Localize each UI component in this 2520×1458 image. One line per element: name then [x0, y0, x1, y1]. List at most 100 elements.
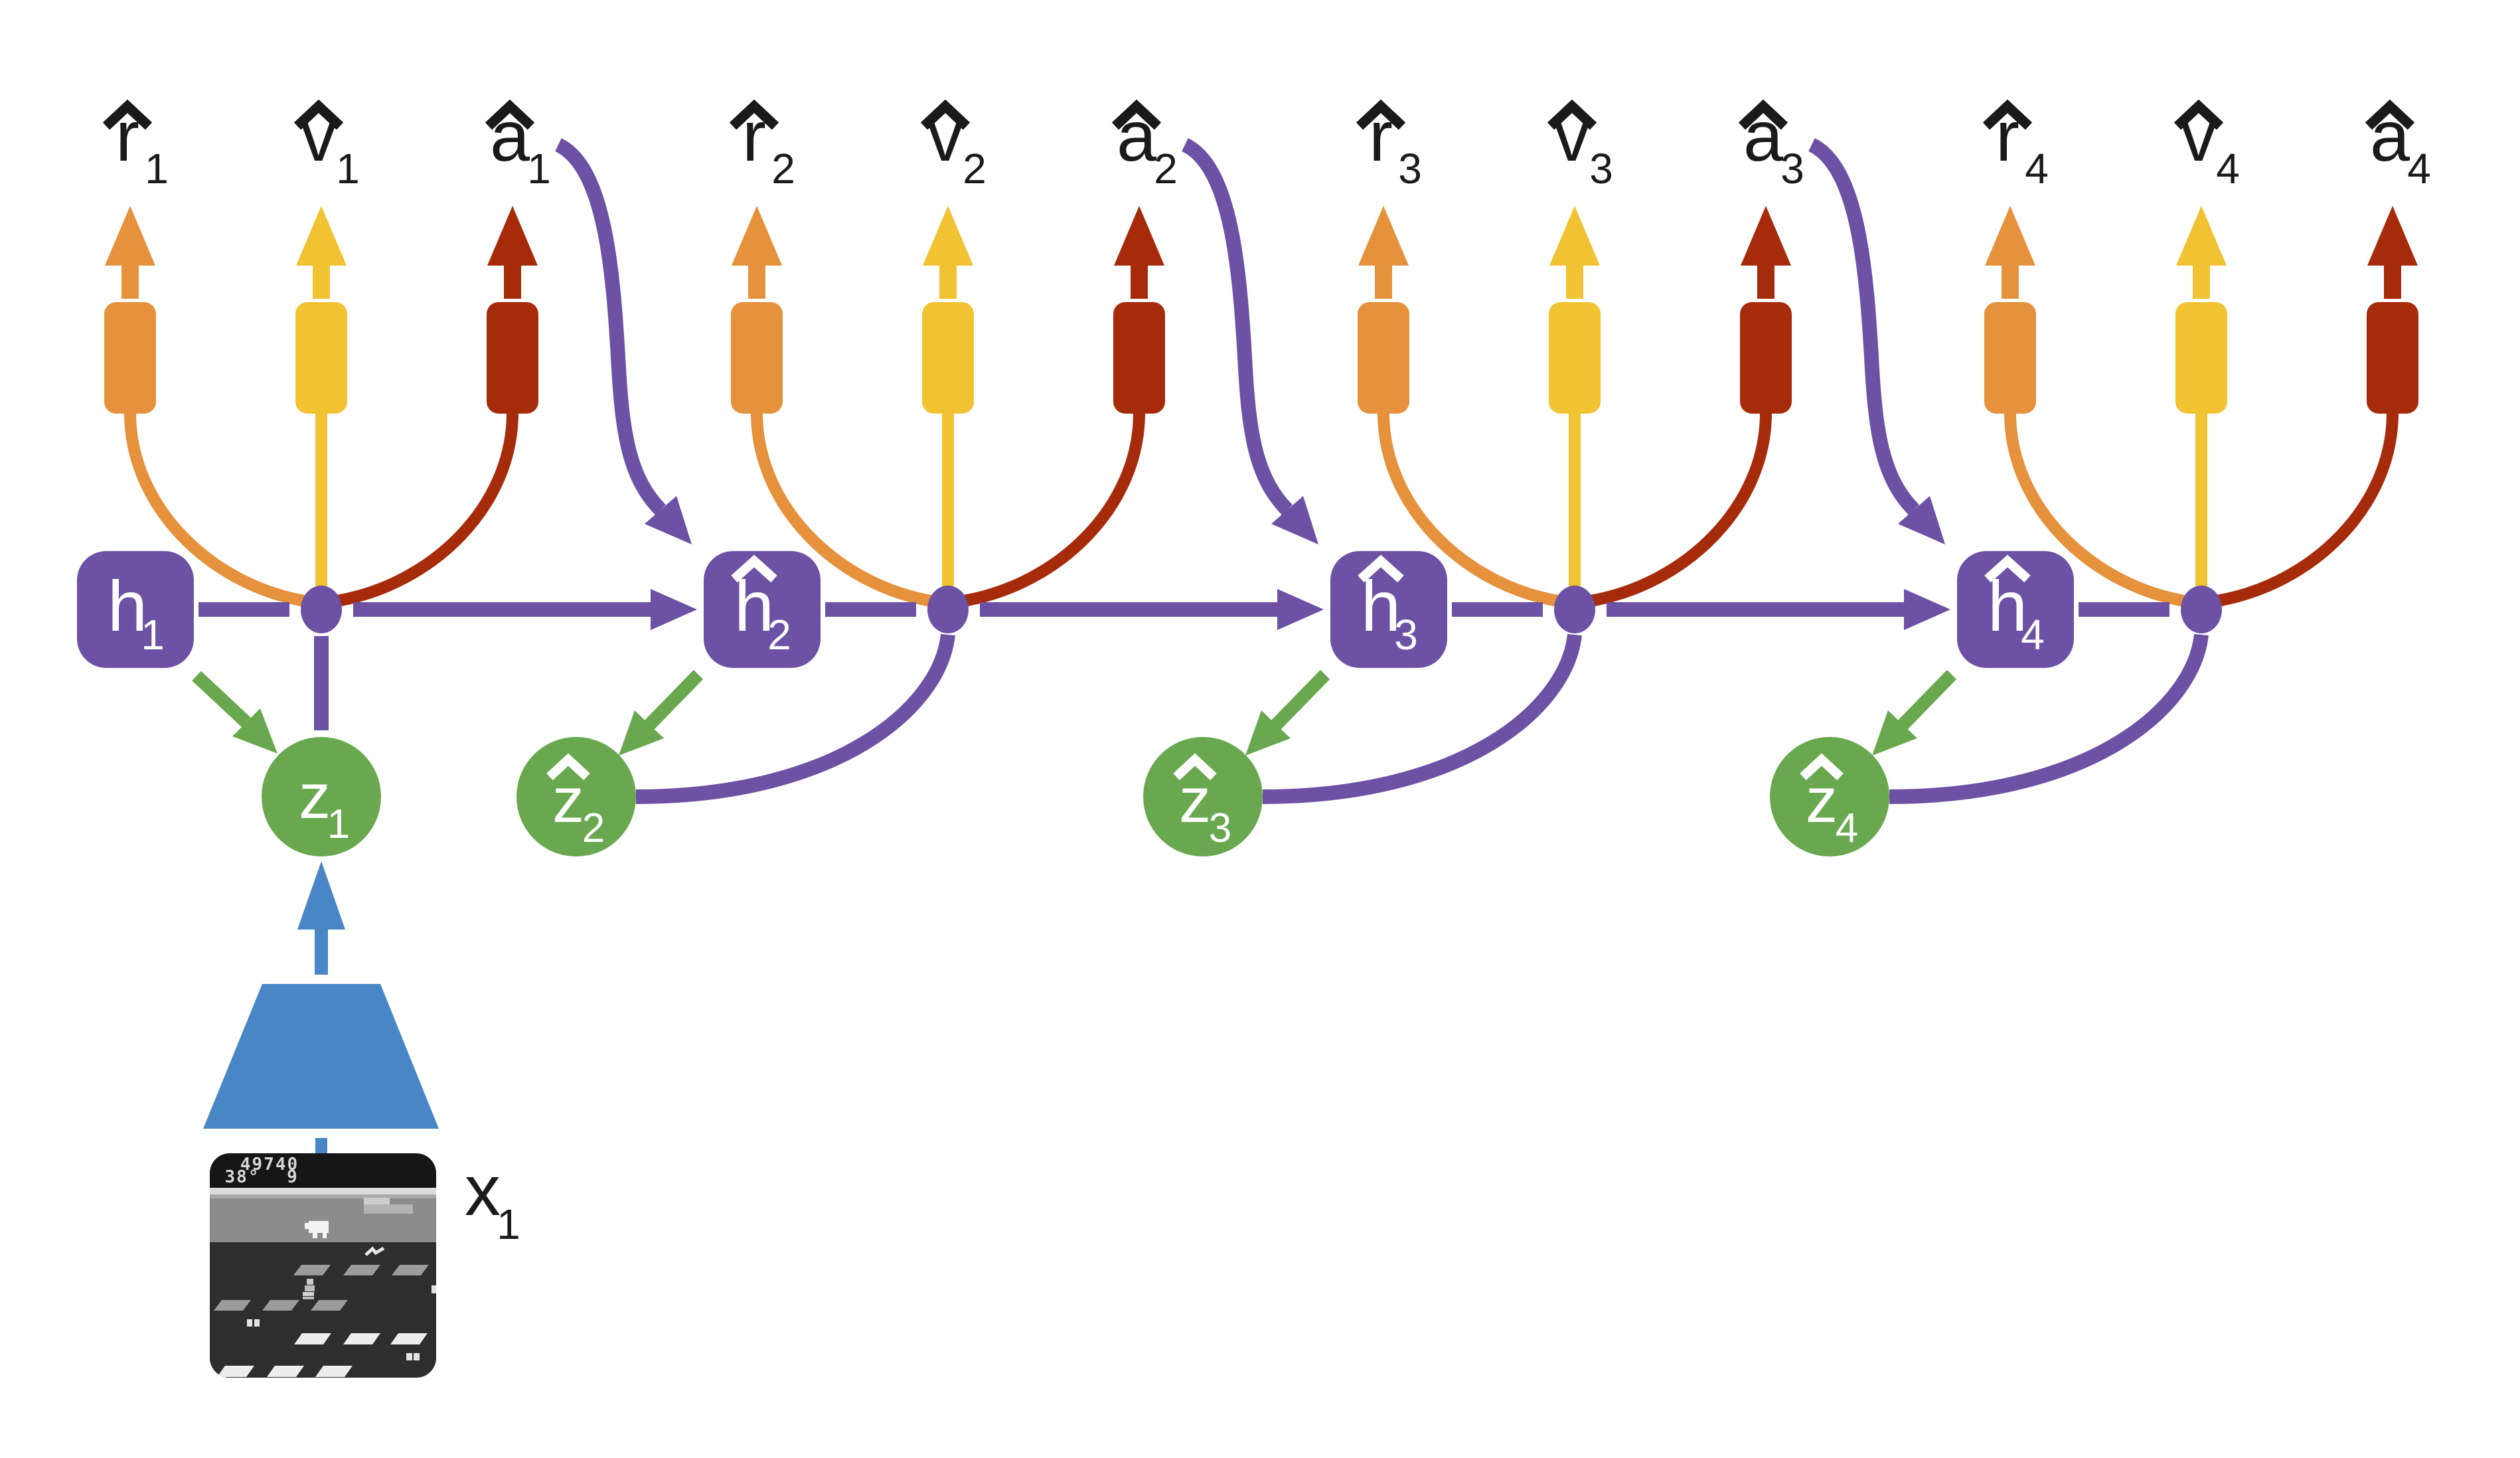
reward-label-sub-1: 1 [145, 145, 169, 193]
value-head-2: v 2 [920, 96, 986, 414]
reward-hat-icon-2 [729, 99, 779, 130]
screen-player-sprite [303, 1279, 315, 1299]
encode-arrow-head-icon [297, 861, 345, 930]
action-arrow-head-icon-1 [487, 206, 538, 266]
latent-state-z1: z 1 [262, 737, 381, 856]
action-head-1: a 1 [485, 96, 551, 414]
reward-connector-2 [751, 412, 932, 607]
junction-dot-3 [1554, 586, 1595, 633]
hidden-state-label-sub-4: 4 [2021, 611, 2045, 659]
action-feedback-curve-1 [554, 138, 666, 515]
value-hat-icon-2 [920, 99, 971, 130]
action-feedback-curve-3 [1808, 138, 1919, 515]
value-arrow-head-icon-2 [923, 206, 973, 266]
latent-circle-1 [262, 737, 381, 856]
action-feedback-arrow-head-icon-1 [645, 496, 692, 544]
value-head-4: v 4 [2173, 96, 2240, 414]
reward-bar-3 [1358, 302, 1409, 414]
action-arrow-shaft-2 [1131, 263, 1148, 299]
action-arrow-head-icon-3 [1741, 206, 1791, 266]
value-label-sub-2: 2 [963, 145, 986, 193]
action-connector-1 [336, 412, 518, 607]
latent-label-sub-3: 3 [1209, 805, 1231, 851]
action-arrow-head-icon-2 [1114, 206, 1164, 266]
value-arrow-shaft-4 [2193, 263, 2210, 299]
latent-to-junction-curve-4 [1889, 633, 2209, 804]
action-feedback-arrow-head-icon-3 [1898, 496, 1945, 544]
value-head-1: v 1 [293, 96, 360, 414]
latent-label-4: z [1806, 765, 1838, 836]
reward-connector-4 [2004, 412, 2185, 607]
value-hat-icon-3 [1547, 99, 1597, 130]
latent-label-1: z [299, 761, 331, 832]
sample-arrow-head-icon-1 [232, 708, 277, 754]
reward-bar-2 [731, 302, 783, 414]
value-arrow-shaft-3 [1566, 263, 1583, 299]
reward-arrow-shaft-1 [121, 263, 139, 299]
reward-head-3: r 3 [1356, 96, 1422, 414]
hidden-state-label-sub-2: 2 [767, 611, 791, 659]
screen-temperature-text: 38° [225, 1167, 260, 1187]
junction-dot-2 [927, 586, 969, 633]
action-connector-2 [963, 412, 1145, 607]
action-bar-1 [487, 302, 538, 414]
action-head-4: a 4 [2365, 96, 2431, 414]
hidden-state-h4: h 4 [1957, 551, 2074, 668]
screen-crab-sprites [247, 1285, 436, 1360]
latent-label-3: z [1179, 765, 1211, 836]
action-label-sub-4: 4 [2407, 145, 2431, 193]
latent-state-z3: z 3 [1143, 737, 1263, 856]
hidden-state-h2: h 2 [704, 551, 821, 668]
latent-label-sub-1: 1 [327, 801, 350, 847]
reward-arrow-head-icon-3 [1358, 206, 1409, 266]
value-bar-2 [922, 302, 974, 414]
value-arrow-shaft-2 [939, 263, 957, 299]
reward-arrow-shaft-2 [748, 263, 765, 299]
action-feedback-curve-2 [1181, 138, 1293, 515]
observation-frame: 49740 38° 9 [210, 1153, 436, 1378]
encoder-branch: 49740 38° 9 x 1 [203, 861, 520, 1378]
sample-arrow-shaft-1 [192, 671, 251, 728]
sample-arrow-shaft-3 [1271, 670, 1330, 730]
reward-bar-1 [104, 302, 156, 414]
action-connector-3 [1589, 412, 1772, 607]
action-feedback-arrow-head-icon-2 [1271, 496, 1318, 544]
screen-bear-sprite [305, 1221, 329, 1238]
action-arrow-shaft-3 [1757, 263, 1774, 299]
sample-arrow-shaft-4 [1897, 670, 1957, 730]
latent-hat-icon-2 [546, 753, 590, 781]
value-head-3: v 3 [1547, 96, 1613, 414]
sample-arrow-head-icon-4 [1872, 710, 1917, 756]
observation-label-sub: 1 [497, 1200, 520, 1248]
hidden-state-hat-icon-2 [731, 554, 777, 583]
hidden-state-label-1: h [108, 566, 147, 646]
action-hat-icon-2 [1111, 99, 1162, 130]
value-label-sub-3: 3 [1589, 145, 1613, 193]
action-hat-icon-4 [2365, 99, 2415, 130]
latent-to-junction-curve-2 [635, 633, 955, 804]
value-label-sub-4: 4 [2216, 145, 2240, 193]
hidden-state-box-3 [1330, 551, 1447, 668]
hidden-state-box-1 [77, 551, 194, 668]
latent-hat-icon-4 [1800, 753, 1844, 781]
screen-strip-light [210, 1188, 436, 1194]
value-hat-icon-1 [293, 99, 344, 130]
timestep-1: r 1 v 1 a 1 [77, 96, 697, 856]
latent-label-2: z [552, 765, 584, 836]
sample-arrow-head-icon-3 [1245, 710, 1291, 756]
reward-connector-3 [1378, 412, 1559, 607]
latent-hat-icon-3 [1173, 753, 1217, 781]
screen-igloo-base [364, 1204, 413, 1214]
latent-state-z4: z 4 [1770, 737, 1889, 856]
latent-label-sub-2: 2 [582, 805, 605, 851]
junction-dot-4 [2181, 586, 2222, 633]
reward-head-2: r 2 [729, 96, 795, 414]
reward-label-sub-2: 2 [771, 145, 795, 193]
value-arrow-head-icon-4 [2176, 206, 2227, 266]
reward-arrow-head-icon-4 [1985, 206, 2035, 266]
latent-circle-2 [516, 737, 636, 856]
reward-head-4: r 4 [1982, 96, 2049, 414]
latent-state-z2: z 2 [516, 737, 636, 856]
hidden-state-h3: h 3 [1330, 551, 1447, 668]
